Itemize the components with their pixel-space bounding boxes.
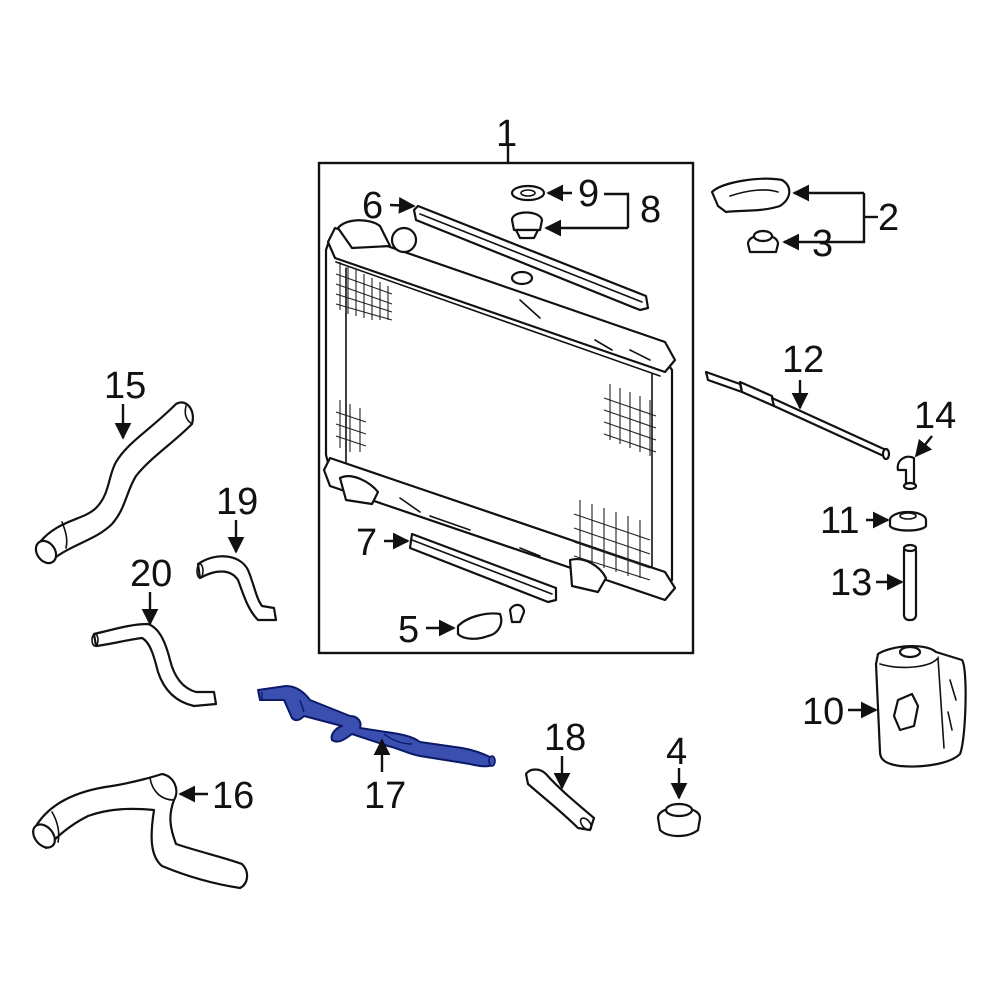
callout-10: 10 [802, 691, 844, 733]
leader-6 [389, 196, 416, 214]
lower-radiator-hose-part[interactable] [29, 772, 249, 890]
coolant-reservoir-part[interactable] [874, 644, 967, 768]
water-pipe-highlighted-part[interactable] [257, 685, 496, 768]
cap-seal-part[interactable] [510, 184, 546, 202]
lower-cushion-part[interactable] [408, 532, 558, 604]
overflow-tube-part[interactable] [704, 370, 891, 461]
callout-15: 15 [104, 365, 146, 407]
callout-12: 12 [782, 339, 824, 381]
bracket-2 [806, 193, 866, 244]
upper-cushion-mount-part[interactable] [746, 229, 780, 254]
callout-3: 3 [812, 223, 833, 265]
callout-11: 11 [820, 500, 859, 542]
radiator-group-box [317, 161, 695, 655]
reservoir-cap-part[interactable] [888, 510, 928, 532]
callout-16: 16 [212, 775, 254, 817]
bypass-hose-19-part[interactable] [196, 555, 278, 622]
bypass-hose-20-part[interactable] [91, 622, 218, 708]
bracket-8 [604, 192, 630, 228]
lower-bracket-part[interactable] [456, 603, 526, 640]
reservoir-tube-part[interactable] [902, 543, 918, 622]
radiator-cap-part[interactable] [510, 211, 544, 240]
callout-9: 9 [578, 173, 599, 215]
callout-8: 8 [640, 189, 661, 231]
callout-20: 20 [130, 553, 172, 595]
callout-14: 14 [914, 395, 956, 437]
callout-18: 18 [544, 717, 586, 759]
callout-4: 4 [666, 731, 687, 773]
callout-13: 13 [830, 562, 872, 604]
callout-5: 5 [398, 609, 419, 651]
upper-mount-part[interactable] [710, 177, 791, 214]
lower-cushion-mount-part[interactable] [656, 802, 702, 838]
hose-18-part[interactable] [524, 768, 596, 832]
callout-2: 2 [878, 197, 899, 239]
callout-19: 19 [216, 481, 258, 523]
clip-part[interactable] [896, 455, 918, 491]
callout-7: 7 [356, 522, 377, 564]
radiator-part[interactable] [322, 219, 677, 602]
callout-6: 6 [362, 185, 383, 227]
upper-radiator-hose-part[interactable] [32, 401, 194, 567]
callout-1: 1 [496, 113, 517, 155]
leader-14 [914, 435, 933, 458]
callout-17: 17 [364, 775, 406, 817]
